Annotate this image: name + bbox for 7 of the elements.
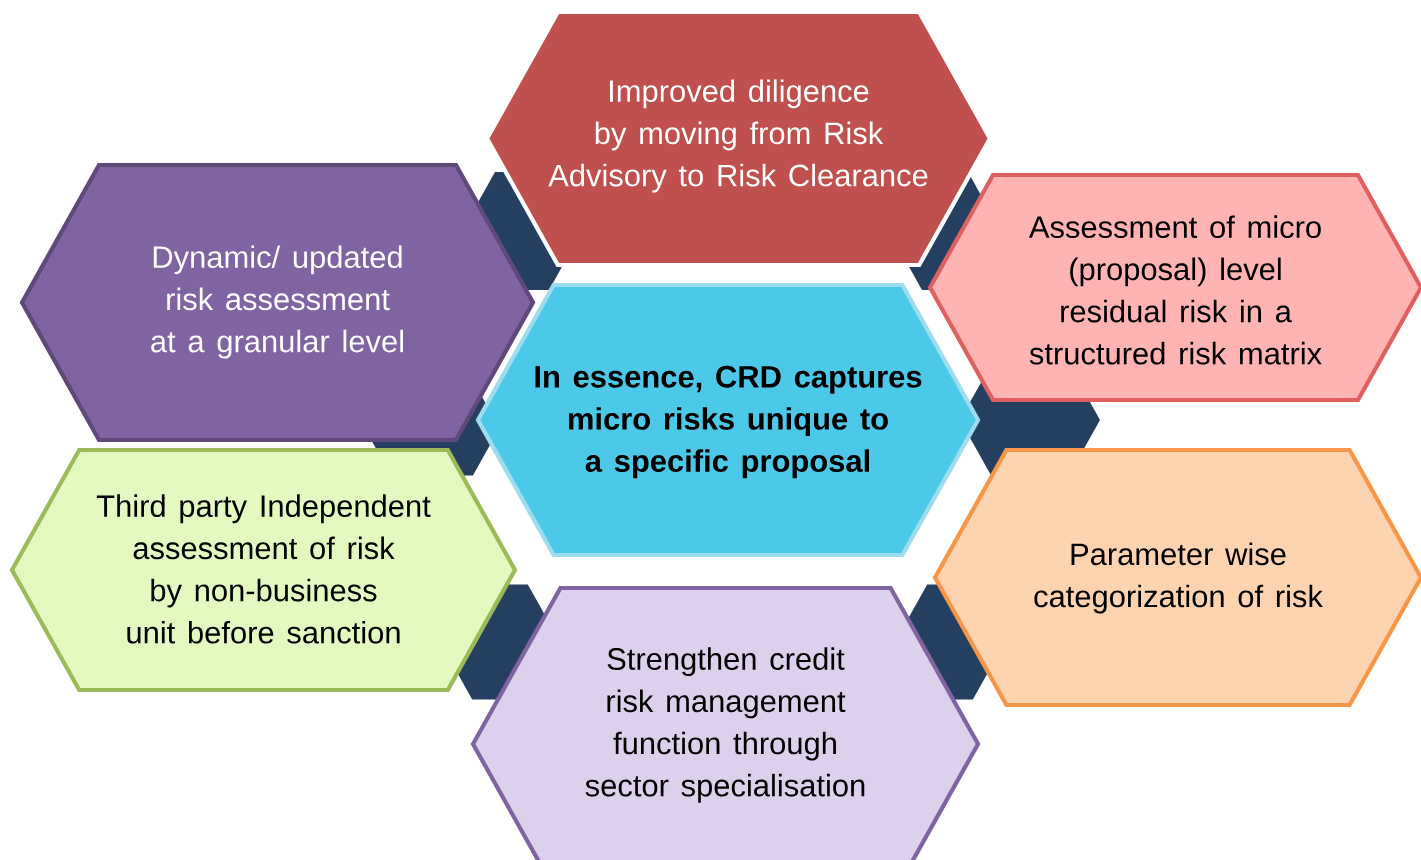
hexagon-box: Improved diligence by moving from Risk Advisory to Risk Clearance [484,9,993,268]
hexagon-box: Parameter wise categorization of risk [932,447,1421,708]
hexagon-box: In essence, CRD captures micro risks unique to a specific proposal [475,282,981,558]
hexagon-box: Third party Independent assessment of risk by non-business unit before sanction [9,447,518,693]
hexagon-box: Dynamic/ updated risk assessment at a granular level [19,162,536,443]
hexagon-box: Strengthen credit risk management function through sector specialisation [470,585,981,860]
hexagon-box: Assessment of micro (proposal) level residual risk in a structured risk matrix [927,172,1421,403]
